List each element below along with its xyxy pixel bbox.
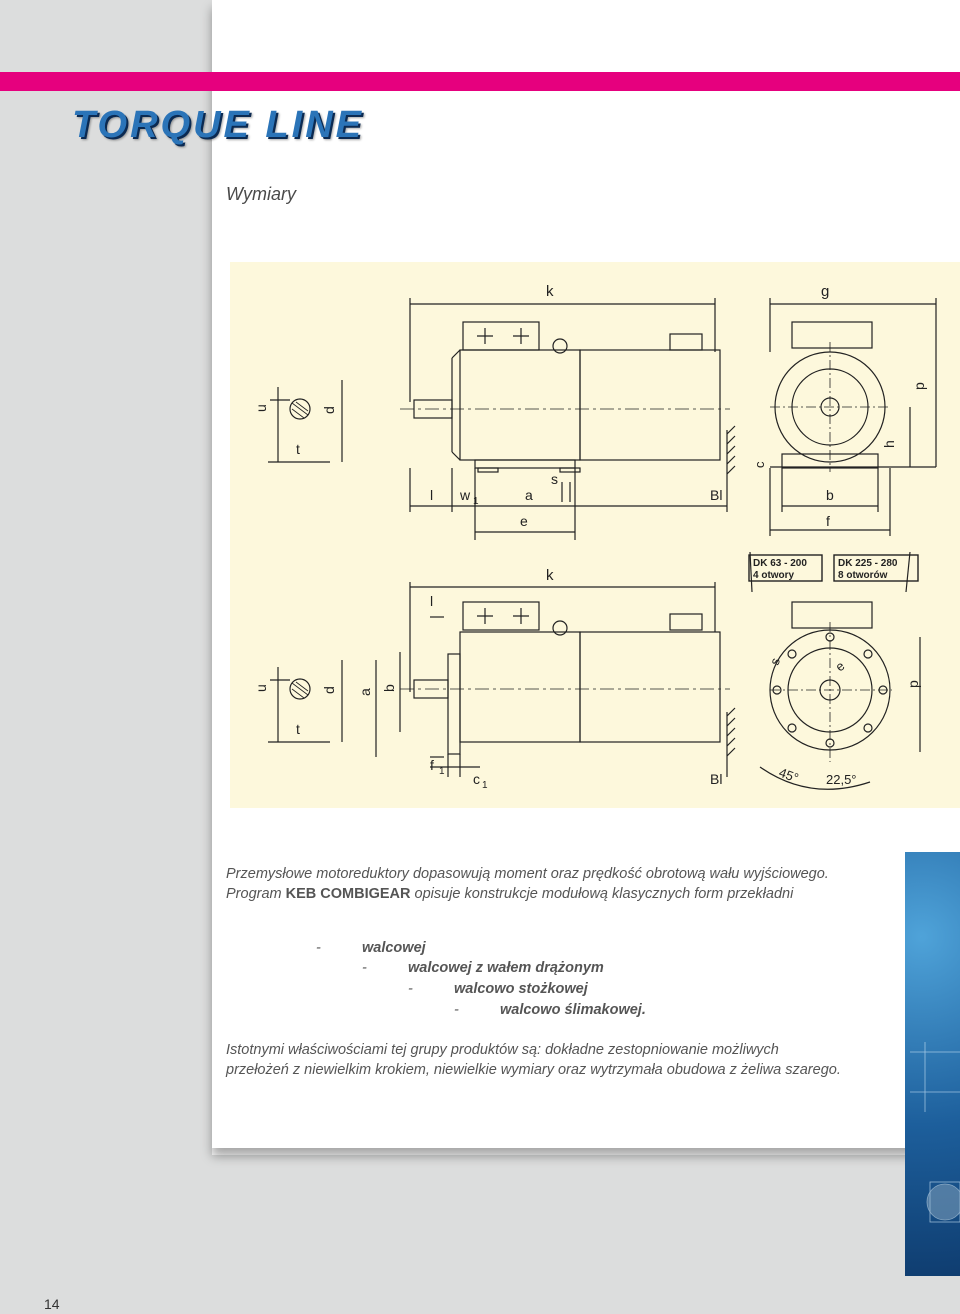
- list-text: walcowej: [362, 940, 426, 956]
- list-item: - walcowo ślimakowej.: [454, 1002, 646, 1018]
- section-title: Wymiary: [226, 184, 296, 204]
- list-item: - walcowej: [316, 940, 426, 956]
- label-e-top: e: [520, 513, 528, 529]
- intro-line-1: Przemysłowe motoreduktory dopasowują mom…: [226, 866, 829, 882]
- intro-line-2: Program KEB COMBIGEAR opisuje konstrukcj…: [226, 884, 926, 904]
- note-box-right: [833, 554, 919, 582]
- label-t-top: t: [296, 441, 300, 457]
- label-t-bottom: t: [296, 721, 300, 737]
- list-text: walcowej z wałem drążonym: [408, 960, 604, 976]
- front-flange-view: [749, 551, 921, 790]
- label-c-top: c: [752, 461, 767, 468]
- label-u-bottom: u: [253, 684, 269, 692]
- label-f1-bottom: f: [430, 757, 434, 773]
- box-right-line1: DK 225 - 280: [838, 558, 898, 569]
- top-side-view: [400, 298, 736, 540]
- label-f1-sub: 1: [439, 766, 445, 777]
- label-s-bottom: s: [767, 655, 783, 667]
- label-bl-bottom: Bl: [710, 771, 722, 787]
- header-accent-bar: [0, 72, 960, 91]
- label-u-top: u: [253, 404, 269, 412]
- label-angle-45: 45°: [777, 765, 801, 786]
- label-k-bottom: k: [546, 567, 554, 584]
- list-item: - walcowo stożkowej: [408, 981, 588, 997]
- label-a1-bottom: a: [357, 688, 373, 696]
- intro-suffix: opisuje konstrukcje modułową klasycznych…: [410, 886, 794, 902]
- label-p1-bottom: p: [905, 680, 921, 688]
- bottom-side-view: [400, 582, 736, 777]
- intro-paragraph: Przemysłowe motoreduktory dopasowują mom…: [226, 864, 926, 904]
- label-k-top: k: [546, 283, 554, 300]
- label-f-top: f: [826, 513, 830, 529]
- label-c1-sub: 1: [482, 780, 488, 791]
- shaft-section-bottom: [268, 652, 401, 757]
- note-box-left: [748, 554, 823, 582]
- page-number: 14: [44, 1296, 60, 1312]
- label-c1-bottom: c: [473, 771, 480, 787]
- label-l-bottom: l: [430, 593, 433, 609]
- box-right-line2: 8 otworów: [838, 570, 888, 581]
- label-s-top: s: [551, 471, 558, 487]
- label-e1-bottom: e: [832, 658, 847, 674]
- blueprint-photo: [905, 852, 960, 1276]
- label-b-top: b: [826, 487, 834, 503]
- list-text: walcowo stożkowej: [454, 981, 588, 997]
- bottom-gray-band: [212, 1155, 960, 1314]
- label-d-bottom: d: [321, 686, 337, 694]
- list-dash: -: [408, 981, 413, 997]
- brand-title: TORQUE LINE: [72, 104, 364, 146]
- list-dash: -: [316, 940, 321, 956]
- technical-drawing: k l w 1 a s e Bl u d t g b f c: [230, 262, 960, 808]
- list-item: - walcowej z wałem drążonym: [362, 960, 604, 976]
- front-view-top: [769, 298, 937, 536]
- intro-prefix: Program: [226, 886, 286, 902]
- outro-paragraph: Istotnymi właściwościami tej grupy produ…: [226, 1040, 926, 1080]
- list-dash: -: [362, 960, 367, 976]
- box-left-line2: 4 otwory: [753, 570, 795, 581]
- label-w1-sub: 1: [473, 496, 479, 507]
- label-a-top: a: [525, 487, 533, 503]
- label-g-top: g: [821, 283, 829, 300]
- label-l-top: l: [430, 487, 433, 503]
- left-gray-band: [0, 0, 212, 1314]
- outro-line-1: Istotnymi właściwościami tej grupy produ…: [226, 1042, 779, 1058]
- label-b1-bottom: b: [381, 684, 397, 692]
- shaft-section-top: [268, 380, 343, 463]
- label-bl-top: Bl: [710, 487, 722, 503]
- label-d-top: d: [321, 406, 337, 414]
- list-text: walcowo ślimakowej.: [500, 1002, 646, 1018]
- program-name: KEB COMBIGEAR: [285, 886, 411, 902]
- box-left-line1: DK 63 - 200: [753, 558, 807, 569]
- label-p-top: p: [911, 382, 927, 390]
- label-h-top: h: [881, 440, 897, 448]
- label-w1-top: w: [459, 487, 471, 503]
- label-angle-22: 22,5°: [826, 772, 857, 787]
- list-dash: -: [454, 1002, 459, 1018]
- outro-line-2: przełożeń z niewielkim krokiem, niewielk…: [226, 1062, 841, 1078]
